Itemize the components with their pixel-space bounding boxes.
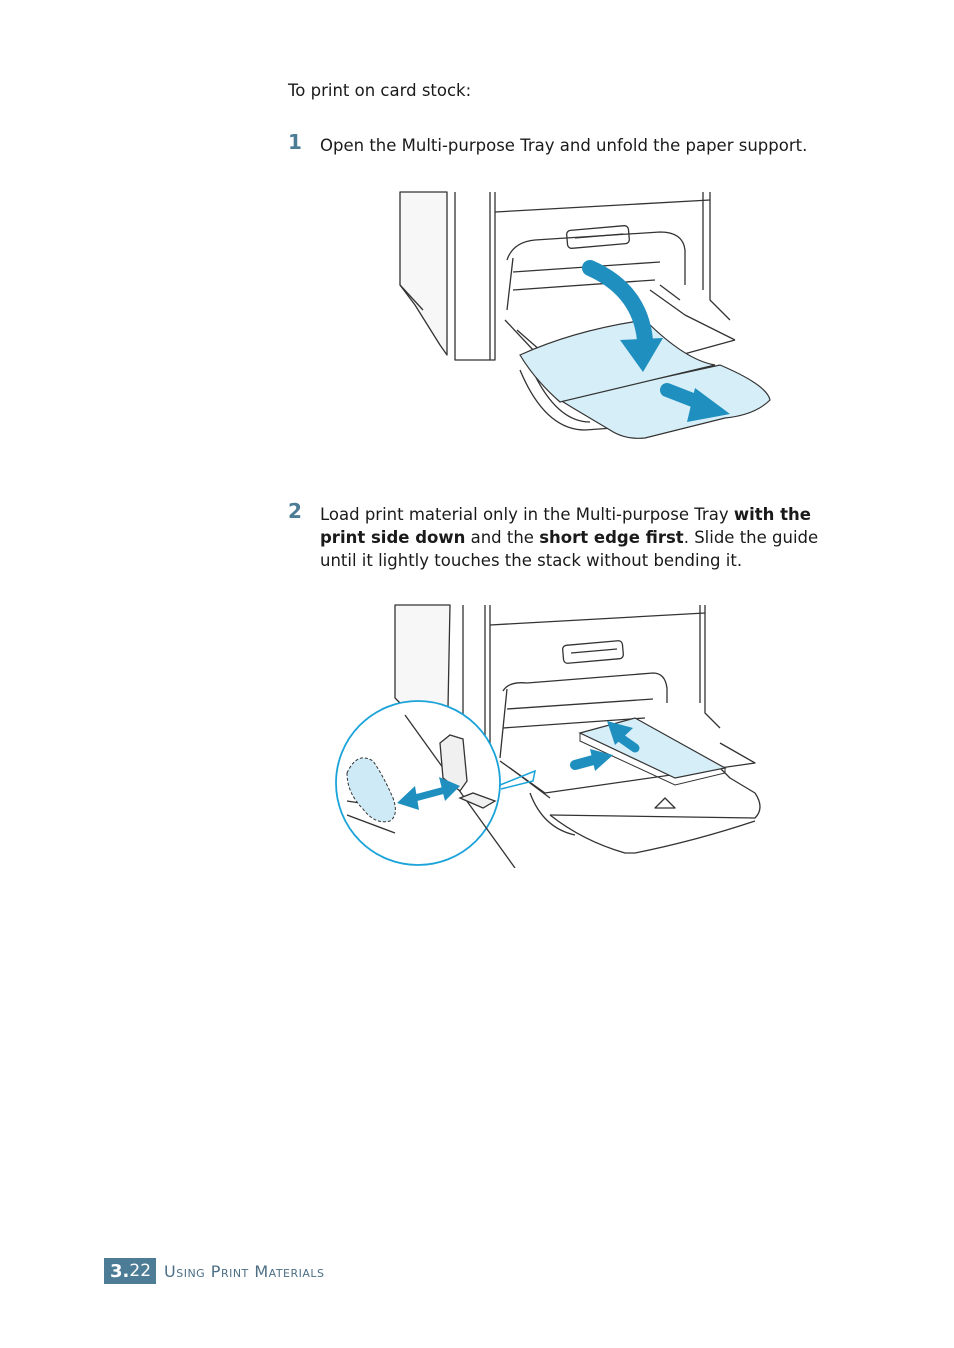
step-2-bold-print-side: with the print side down (320, 505, 811, 547)
step-1-number: 1 (288, 130, 302, 154)
chapter-title: Using Print Materials (164, 1261, 325, 1281)
chapter-number: 3. (110, 1260, 130, 1282)
step-2-number: 2 (288, 499, 302, 523)
step-2: 2 Load print material only in the Multi-… (288, 499, 848, 572)
step-2-text: Load print material only in the Multi-pu… (320, 503, 848, 572)
step-1-text: Open the Multi-purpose Tray and unfold t… (320, 136, 808, 155)
page-number-badge: 3. 22 (104, 1258, 157, 1284)
intro-text: To print on card stock: (288, 81, 472, 100)
step-1: 1 Open the Multi-purpose Tray and unfold… (288, 130, 848, 157)
figure-open-tray (399, 191, 771, 439)
page-footer: 3. 22 Using Print Materials (104, 1258, 325, 1284)
step-2-text-part2: and the (465, 528, 540, 547)
step-2-text-part3: . Slide the guide until it lightly touch… (320, 528, 819, 570)
figure-load-card-stock (335, 604, 761, 868)
step-2-bold-short-edge: short edge first (539, 528, 684, 547)
page-number: 22 (129, 1261, 152, 1281)
step-2-text-part1: Load print material only in the Multi-pu… (320, 505, 734, 524)
